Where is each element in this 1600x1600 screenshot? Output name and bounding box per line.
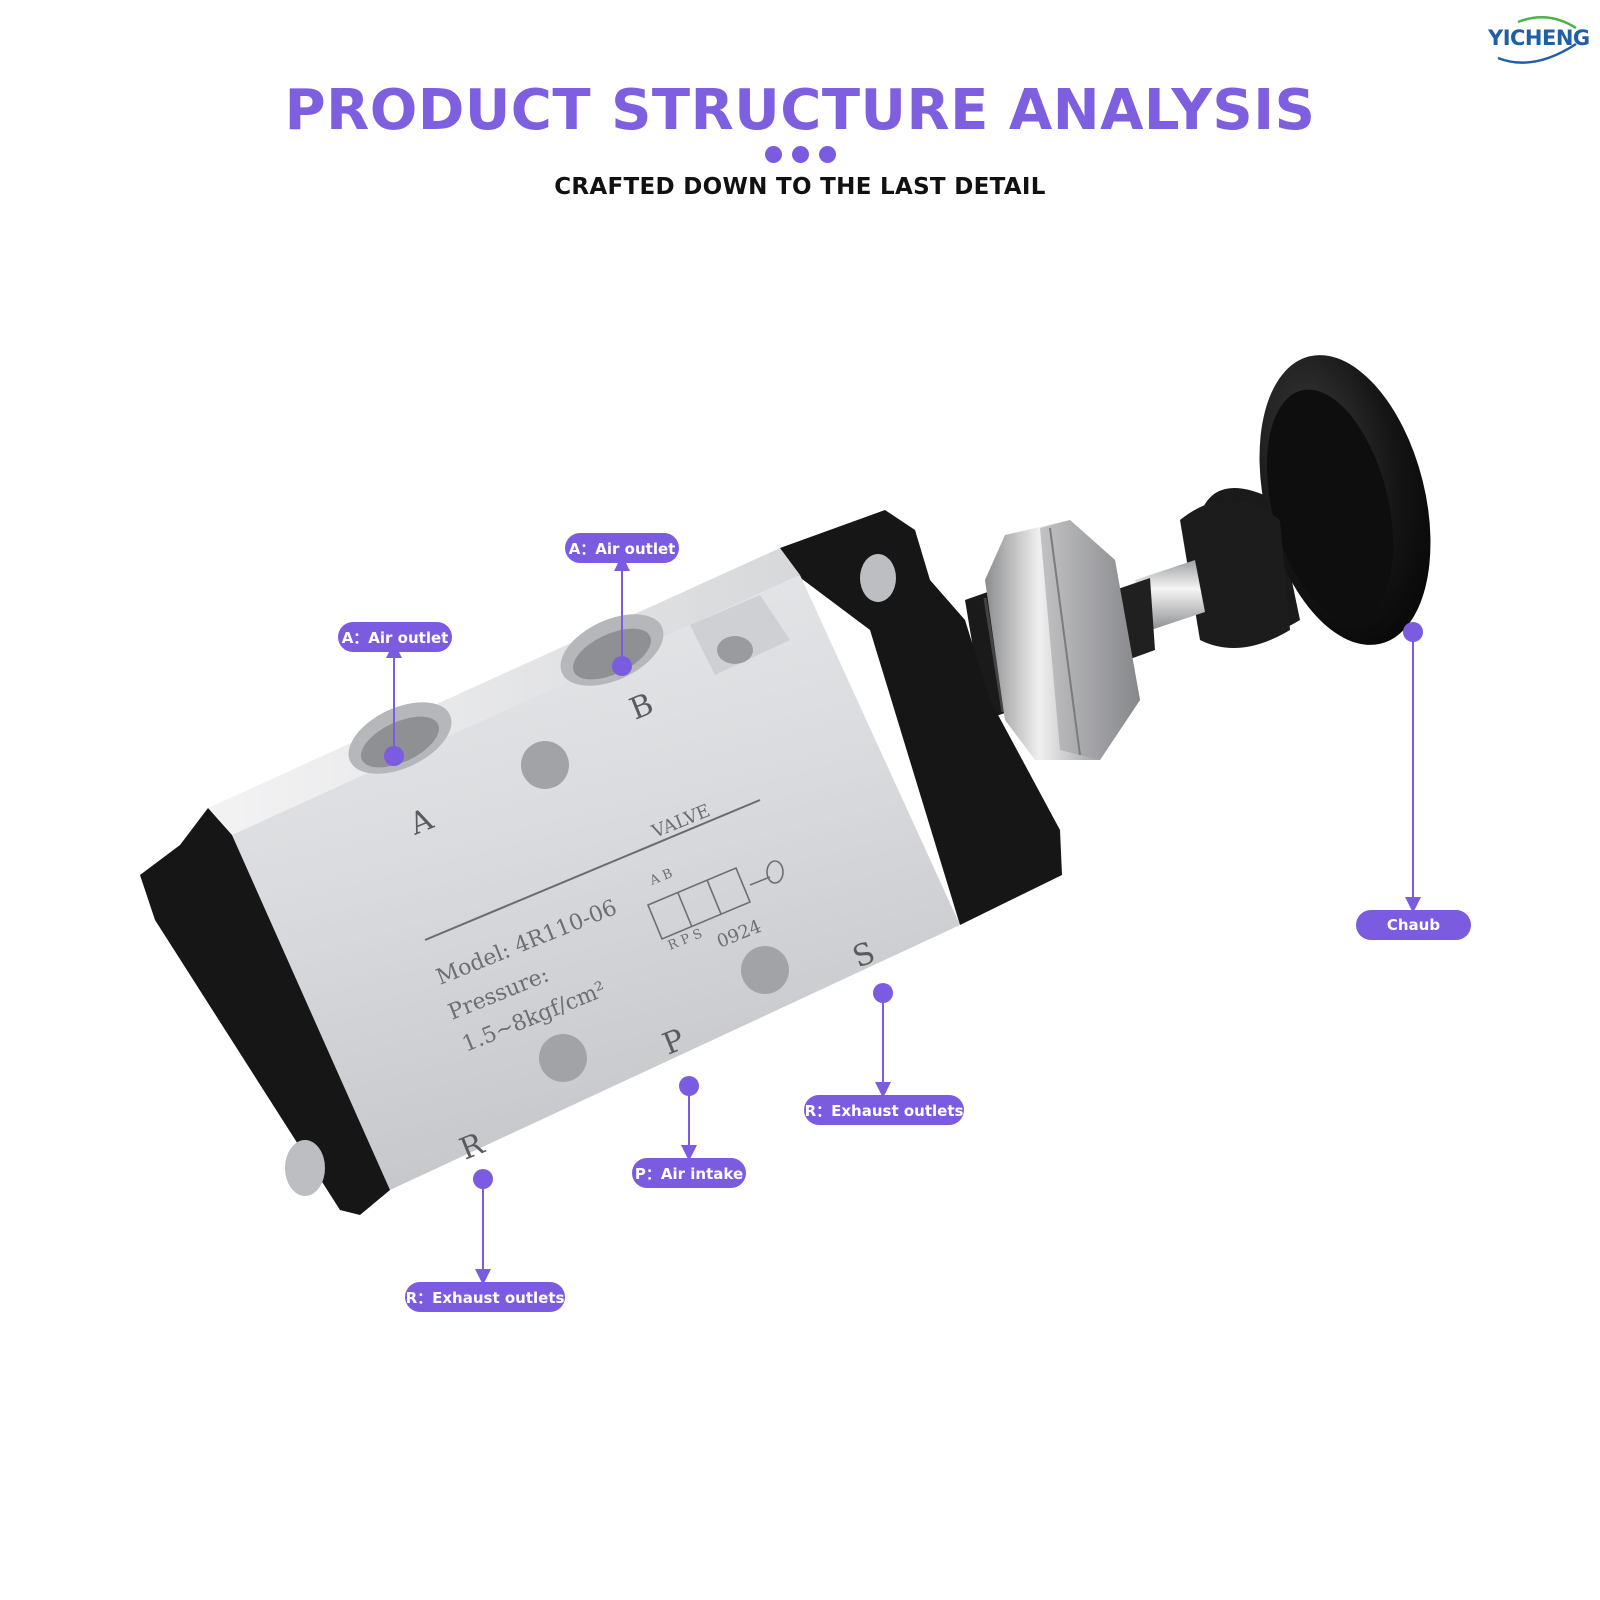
callout-exhaust-left: R：Exhaust outlets	[405, 1282, 565, 1312]
callout-air-intake: P：Air intake	[632, 1158, 746, 1188]
pilot-block	[690, 595, 790, 675]
screw	[285, 1140, 325, 1196]
title-dots	[0, 146, 1600, 163]
page-title: PRODUCT STRUCTURE ANALYSIS	[284, 78, 1316, 143]
page-subtitle: CRAFTED DOWN TO THE LAST DETAIL	[554, 174, 1046, 200]
end-cap-left	[140, 808, 390, 1215]
body-front-face	[232, 575, 960, 1190]
callout-chaub: Chaub	[1356, 910, 1471, 940]
callout-a-outlet-top: A：Air outlet	[565, 533, 679, 563]
dot-decoration	[791, 146, 809, 163]
mounting-holes	[521, 741, 789, 1082]
top-ports	[348, 614, 664, 774]
logo-swoosh-icon	[1497, 15, 1577, 64]
hex-nut	[985, 520, 1140, 760]
dot-decoration	[818, 146, 836, 163]
knob	[1180, 355, 1431, 648]
nameplate-divider	[424, 799, 761, 941]
logo-text: YICHENG	[1488, 26, 1590, 50]
brand-logo: YICHENG	[1488, 14, 1590, 68]
dot-decoration	[764, 146, 782, 163]
screw	[860, 554, 896, 602]
valve-symbol-icon	[646, 860, 784, 941]
callout-exhaust-right: R：Exhaust outlets	[804, 1095, 964, 1125]
callout-a-outlet-left: A：Air outlet	[338, 622, 452, 652]
end-cap-right	[780, 510, 1062, 925]
